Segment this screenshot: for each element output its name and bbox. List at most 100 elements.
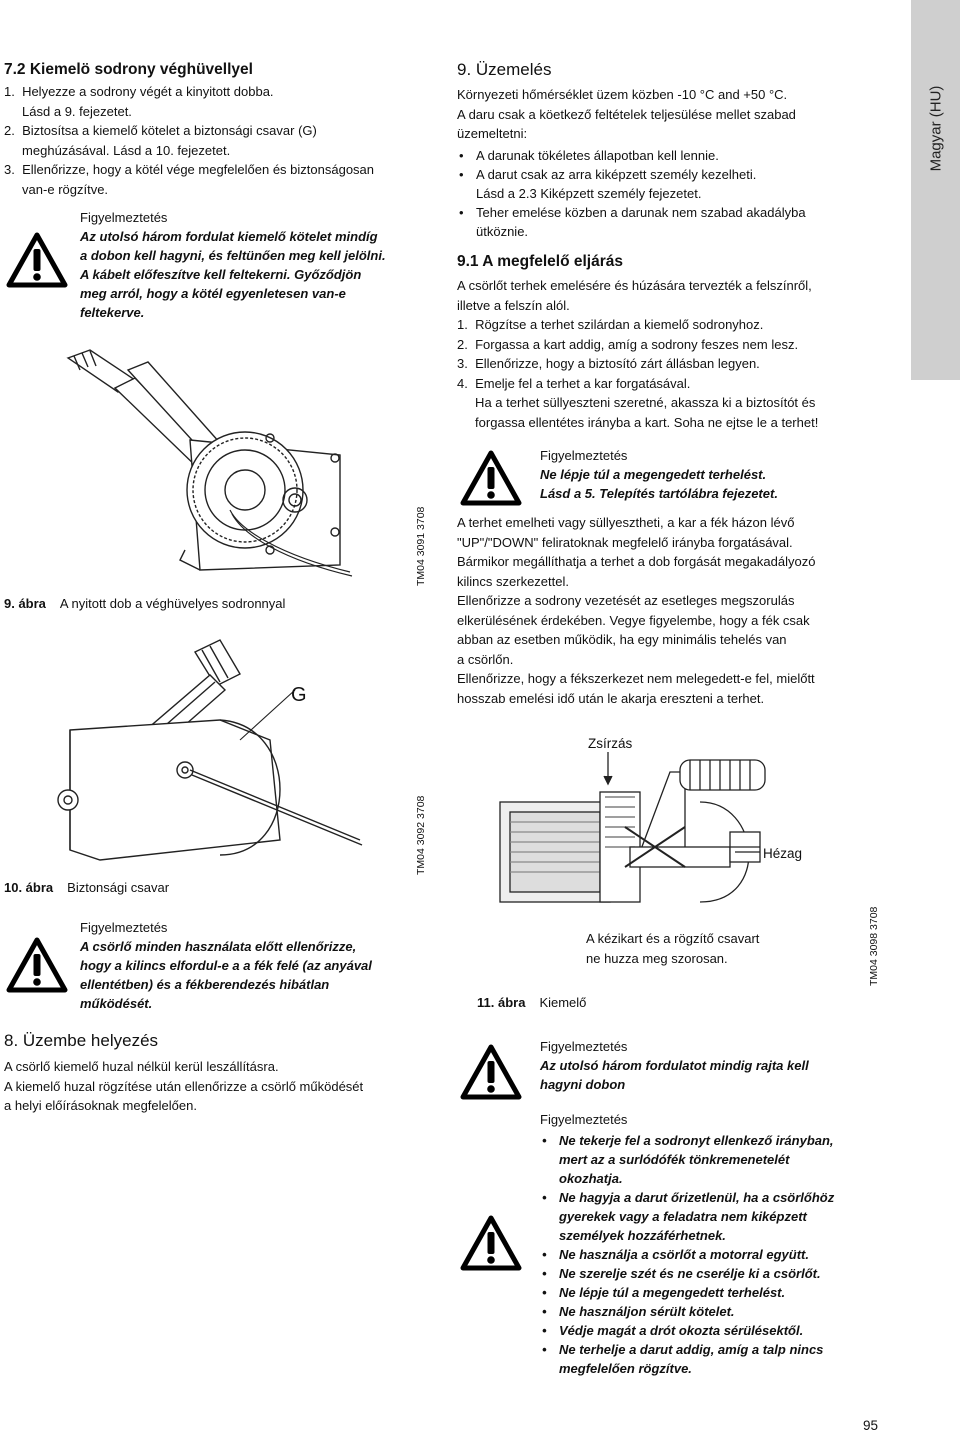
list-item-text: okozhatja. [559,1171,623,1186]
warning-line: Az utolsó három fordulat kiemelő kötelet… [80,229,378,244]
list-item-text: Ne használjon sérült kötelet. [559,1304,735,1319]
figure-10-g-label: G [291,684,307,706]
section-9-1-title: 9.1 A megfelelő eljárás [457,253,623,270]
step-line: 1. Rögzítse a terhet szilárdan a kiemelő… [457,317,764,332]
list-item-text: A darut csak az arra kiképzett személy k… [476,166,757,182]
body-line: Ellenőrizze a sodrony vezetését az esetl… [457,593,795,608]
list-item-text: Ne tekerje fel a sodronyt ellenkező irán… [559,1133,834,1148]
body-line: elkerülésének érdekében. Vegye figyelemb… [457,612,810,628]
warning-line: Az utolsó három fordulatot mindig rajta … [540,1058,809,1073]
list-item: Ne használjon sérült kötelet. [540,1302,900,1321]
body-line: A csörlő kiemelő huzal nélkül kerül lesz… [4,1059,279,1074]
step-line: forgassa ellentétes irányba a kart. Soha… [457,414,819,430]
list-item: Ne szerelje szét és ne cserélje ki a csö… [540,1264,900,1283]
figure-9-label: 9. ábra [4,596,46,611]
body-line: A daru csak a köetkező feltételek teljes… [457,106,796,122]
section-7-2-steps: 1. Helyezze a sodrony végét a kinyitott … [4,82,404,199]
body-line: Bármikor megállíthatja a terhet a dob fo… [457,554,816,569]
section-7-2-title: 7.2 Kiemelö sodrony véghüvellyel [4,61,253,78]
step-line: 1. Helyezze a sodrony végét a kinyitott … [4,84,274,99]
list-item-text: A darunak tökéletes állapotban kell lenn… [476,147,719,163]
warning-title: Figyelmeztetés [80,210,168,225]
warning-list: Ne tekerje fel a sodronyt ellenkező irán… [540,1131,900,1378]
warning-line: Lásd a 5. Telepítés tartólábra fejezetet… [540,486,778,501]
body-line: üzemeltetni: [457,126,528,141]
step-line: van-e rögzítve. [4,181,109,197]
list-item: Ne tekerje fel a sodronyt ellenkező irán… [540,1131,900,1188]
list-item-text: megfelelően rögzítve. [559,1361,692,1376]
figure-11-crank-drawing [499,752,766,903]
warning-line: hagyni dobon [540,1077,626,1092]
warning-triangle-icon [6,937,68,993]
warning-block-1: Figyelmeztetés Az utolsó három fordulat … [80,208,410,322]
warning-line: A csörlő minden használata előtt ellenőr… [80,939,357,954]
list-item: Teher emelése közben a darunak nem szaba… [457,203,902,241]
list-item-text: gyerekek vagy a feladatra nem kiképzett [559,1209,807,1224]
language-tab-label: Magyar (HU) [927,85,944,172]
warning-block-5: Figyelmeztetés Ne tekerje fel a sodronyt… [540,1110,900,1378]
list-item-text: személyek hozzáférhetnek. [559,1228,726,1243]
body-line: Ellenőrizze, hogy a fékszerkezet nem mel… [457,671,815,686]
figure-9-caption-text: A nyitott dob a véghüvelyes sodronnyal [59,596,286,611]
body-line: kilincs szerkezettel. [457,573,569,589]
figure-11-label: 11. ábra [477,995,526,1010]
list-item-text: Ne lépje túl a megengedett terhelést. [559,1285,786,1300]
body-line: Környezeti hőmérséklet üzem közben -10 °… [457,87,788,102]
warning-line: a dobon kell hagyni, és feltünően meg ke… [80,248,386,263]
body-line: hosszab emelési idő után le akarja eresz… [457,690,765,706]
list-item-text: Ne terhelje a darut addig, amíg a talp n… [559,1342,824,1357]
list-item: Ne terhelje a darut addig, amíg a talp n… [540,1340,900,1378]
warning-title: Figyelmeztetés [80,920,168,935]
list-item-text: mert az a surlódófék tönkremenetelét [559,1152,790,1167]
figure-10-label: 10. ábra [4,880,54,895]
list-item: A darunak tökéletes állapotban kell lenn… [457,146,902,165]
warning-line: ellentétben) és a fékberendezés hibátlan [80,977,330,992]
body-line: "UP"/"DOWN" feliratoknak megfelelő irány… [457,534,793,550]
list-item-text: Ne szerelje szét és ne cserélje ki a csö… [559,1266,821,1281]
warning-line: meg arról, hogy a kötél egyenletesen van… [80,286,346,301]
warning-line: Ne lépje túl a megengedett terhelést. [540,467,767,482]
operation-text: A terhet emelheti vagy süllyesztheti, a … [457,513,902,708]
page-number: 95 [863,1418,879,1433]
section-9-body: Környezeti hőmérséklet üzem közben -10 °… [457,85,902,241]
section-9-1-body: A csörlőt terhek emelésére és húzására t… [457,276,902,432]
body-line: illetve a felszín alól. [457,297,570,313]
step-line: Ha a terhet süllyeszteni szeretné, akass… [457,395,816,410]
figure-11-tm-code: TM04 3098 3708 [868,906,880,986]
figure-11-hezag-label: Hézag [763,846,803,861]
warning-triangle-icon [6,232,68,288]
step-line: 3. Ellenőrizze, hogy a kötél vége megfel… [4,162,375,177]
body-line: A terhet emelheti vagy süllyesztheti, a … [457,515,795,530]
warning-line: működését. [80,996,153,1011]
step-line: Lásd a 9. fejezetet. [4,103,132,119]
section-8-body: A csörlő kiemelő huzal nélkül kerül lesz… [4,1057,434,1116]
warning-line: feltekerve. [80,305,145,320]
list-item-text: Teher emelése közben a darunak nem szaba… [476,204,806,220]
list-item: A darut csak az arra kiképzett személy k… [457,165,902,203]
figure-9-winch-drawing [66,349,353,577]
list-item-text: Védje magát a drót okozta sérülésektől. [559,1323,804,1338]
list-item: Védje magát a drót okozta sérülésektől. [540,1321,900,1340]
section-8-title: 8. Üzembe helyezés [4,1031,159,1050]
warning-line: hogy a kilincs elfordul-e a a fék felé (… [80,958,372,973]
warning-triangle-icon [460,450,522,506]
list-item-text: ütköznie. [476,223,529,239]
warning-title: Figyelmeztetés [540,1039,628,1054]
step-line: 3. Ellenőrizze, hogy a biztosító zárt ál… [457,356,760,371]
list-item: Ne lépje túl a megengedett terhelést. [540,1283,900,1302]
step-line: 2. Forgassa a kart addig, amíg a sodrony… [457,336,799,352]
list-item-text: Lásd a 2.3 Kiképzett személy fejezetet. [476,185,702,201]
figure-11-zsirzas-label: Zsírzás [588,736,633,751]
step-line: meghúzásával. Lásd a 10. fejezetet. [4,142,231,158]
warning-block-4: Figyelmeztetés Az utolsó három fordulato… [540,1037,900,1094]
warning-title: Figyelmeztetés [540,1112,628,1127]
figure-11-note: A kézikart és a rögzítő csavart ne huzza… [586,929,846,968]
warning-block-3: Figyelmeztetés Ne lépje túl a megengedet… [540,446,900,503]
warning-triangle-icon [460,1044,522,1100]
list-item: Ne használja a csörlőt a motorral együtt… [540,1245,900,1264]
figure-9-tm-code: TM04 3091 3708 [415,506,427,586]
step-line: 2. Biztosítsa a kiemelő kötelet a bizton… [4,123,317,138]
note-line: A kézikart és a rögzítő csavart [586,931,760,946]
